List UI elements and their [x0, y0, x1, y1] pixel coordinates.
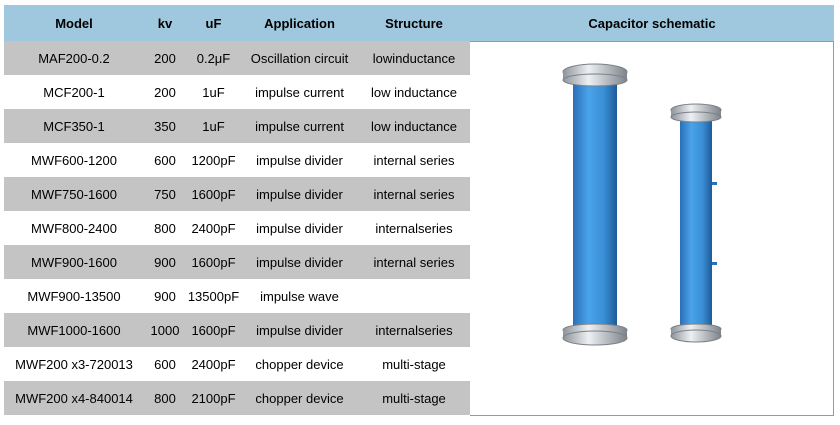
cell-structure: internal series [358, 177, 470, 211]
cell-application: chopper device [241, 381, 358, 415]
cell-model: MWF200 x4-840014 [4, 381, 144, 415]
cell-structure: multi-stage [358, 347, 470, 381]
cell-capacitance: 2400pF [186, 347, 241, 381]
cell-model: MCF350-1 [4, 109, 144, 143]
cell-kv: 1000 [144, 313, 186, 347]
header-application: Application [241, 5, 358, 41]
cell-kv: 600 [144, 347, 186, 381]
cell-kv: 200 [144, 75, 186, 109]
cell-kv: 350 [144, 109, 186, 143]
cell-capacitance: 1200pF [186, 143, 241, 177]
cell-capacitance: 13500pF [186, 279, 241, 313]
cell-capacitance: 1600pF [186, 313, 241, 347]
cell-structure: lowinductance [358, 41, 470, 75]
cell-application: impulse divider [241, 177, 358, 211]
cell-structure: internal series [358, 245, 470, 279]
cell-model: MWF1000-1600 [4, 313, 144, 347]
cell-model: MWF900-1600 [4, 245, 144, 279]
cell-structure: low inductance [358, 109, 470, 143]
cell-capacitance: 1600pF [186, 177, 241, 211]
small-capacitor [670, 103, 722, 343]
cell-structure: internal series [358, 143, 470, 177]
cell-application: impulse divider [241, 313, 358, 347]
cell-application: impulse divider [241, 211, 358, 245]
cell-kv: 750 [144, 177, 186, 211]
header-kv: kv [144, 5, 186, 41]
cell-capacitance: 2400pF [186, 211, 241, 245]
cell-kv: 600 [144, 143, 186, 177]
cell-model: MWF750-1600 [4, 177, 144, 211]
cell-capacitance: 1600pF [186, 245, 241, 279]
cell-structure: internalseries [358, 313, 470, 347]
header-uf: uF [186, 5, 241, 41]
cell-structure: multi-stage [358, 381, 470, 415]
cell-capacitance: 0.2μF [186, 41, 241, 75]
large-capacitor [562, 63, 628, 346]
cell-application: Oscillation circuit [241, 41, 358, 75]
schematic-header: Capacitor schematic [470, 5, 834, 41]
header-model: Model [4, 5, 144, 41]
capacitor-spec-sheet: Model kv uF Application Structure MAF200… [4, 5, 834, 416]
cell-capacitance: 1uF [186, 75, 241, 109]
cell-kv: 800 [144, 211, 186, 245]
cell-capacitance: 2100pF [186, 381, 241, 415]
cell-model: MWF600-1200 [4, 143, 144, 177]
cell-application: impulse wave [241, 279, 358, 313]
cell-structure: internalseries [358, 211, 470, 245]
cell-kv: 800 [144, 381, 186, 415]
cell-structure [358, 279, 470, 313]
cell-application: impulse current [241, 75, 358, 109]
cell-capacitance: 1uF [186, 109, 241, 143]
cell-application: chopper device [241, 347, 358, 381]
cell-kv: 900 [144, 279, 186, 313]
header-structure: Structure [358, 5, 470, 41]
cell-structure: low inductance [358, 75, 470, 109]
cell-model: MWF200 x3-720013 [4, 347, 144, 381]
cell-application: impulse divider [241, 245, 358, 279]
cell-kv: 900 [144, 245, 186, 279]
cell-kv: 200 [144, 41, 186, 75]
cell-application: impulse divider [241, 143, 358, 177]
table-header-row: Model kv uF Application Structure [4, 5, 470, 41]
cell-model: MWF800-2400 [4, 211, 144, 245]
cell-model: MWF900-13500 [4, 279, 144, 313]
cell-model: MAF200-0.2 [4, 41, 144, 75]
capacitor-image [562, 63, 722, 346]
capacitor-spec-table: Model kv uF Application Structure MAF200… [4, 5, 470, 415]
cell-application: impulse current [241, 109, 358, 143]
cell-model: MCF200-1 [4, 75, 144, 109]
schematic-panel [470, 41, 834, 416]
